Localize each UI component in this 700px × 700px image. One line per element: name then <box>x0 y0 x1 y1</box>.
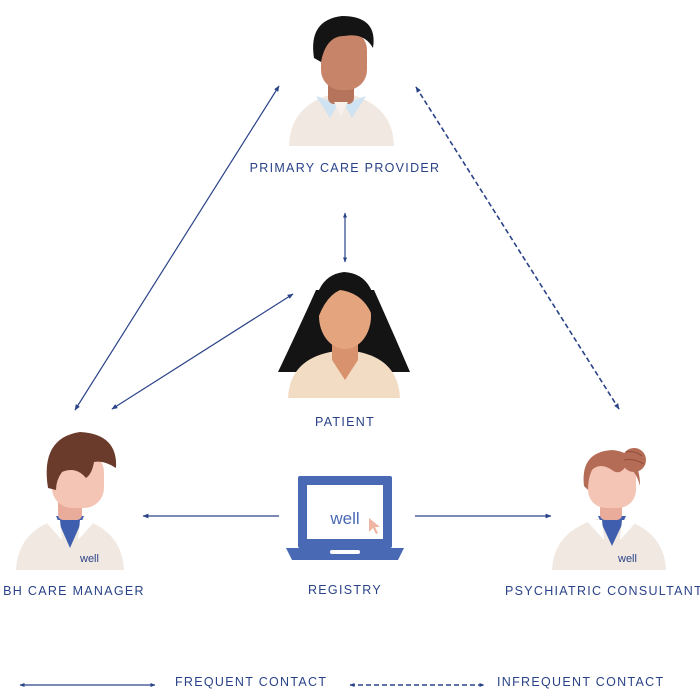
registry: well REGISTRY <box>286 476 404 597</box>
psychiatric-consultant-coat-logo: well <box>617 553 637 565</box>
legend-infrequent-label: INFREQUENT CONTACT <box>497 675 664 689</box>
primary-care-provider-label: PRIMARY CARE PROVIDER <box>250 161 441 175</box>
bh-care-manager-label: BH CARE MANAGER <box>3 584 145 598</box>
bh-care-manager-coat-logo: well <box>79 553 99 565</box>
bh-care-manager: well BH CARE MANAGER <box>3 432 145 598</box>
patient-avatar <box>278 272 410 398</box>
cursor-icon <box>369 518 380 534</box>
arrow-pcp-to-psychiatric-consultant <box>415 86 620 410</box>
primary-care-provider-avatar <box>289 16 394 146</box>
bh-care-manager-avatar: well <box>16 432 124 570</box>
registry-screen-logo: well <box>329 509 359 528</box>
psychiatric-consultant-avatar: well <box>552 448 666 570</box>
arrow-pcp-to-bh-manager <box>74 85 280 411</box>
patient-label: PATIENT <box>315 415 375 429</box>
psychiatric-consultant: well PSYCHIATRIC CONSULTANT <box>505 448 700 598</box>
psychiatric-consultant-label: PSYCHIATRIC CONSULTANT <box>505 584 700 598</box>
arrow-patient-to-bh-manager <box>111 293 294 410</box>
laptop-icon: well <box>286 476 404 560</box>
primary-care-provider: PRIMARY CARE PROVIDER <box>250 16 441 175</box>
registry-label: REGISTRY <box>308 583 382 597</box>
patient: PATIENT <box>278 272 410 429</box>
legend: FREQUENT CONTACT INFREQUENT CONTACT <box>19 675 664 689</box>
legend-frequent-label: FREQUENT CONTACT <box>175 675 327 689</box>
